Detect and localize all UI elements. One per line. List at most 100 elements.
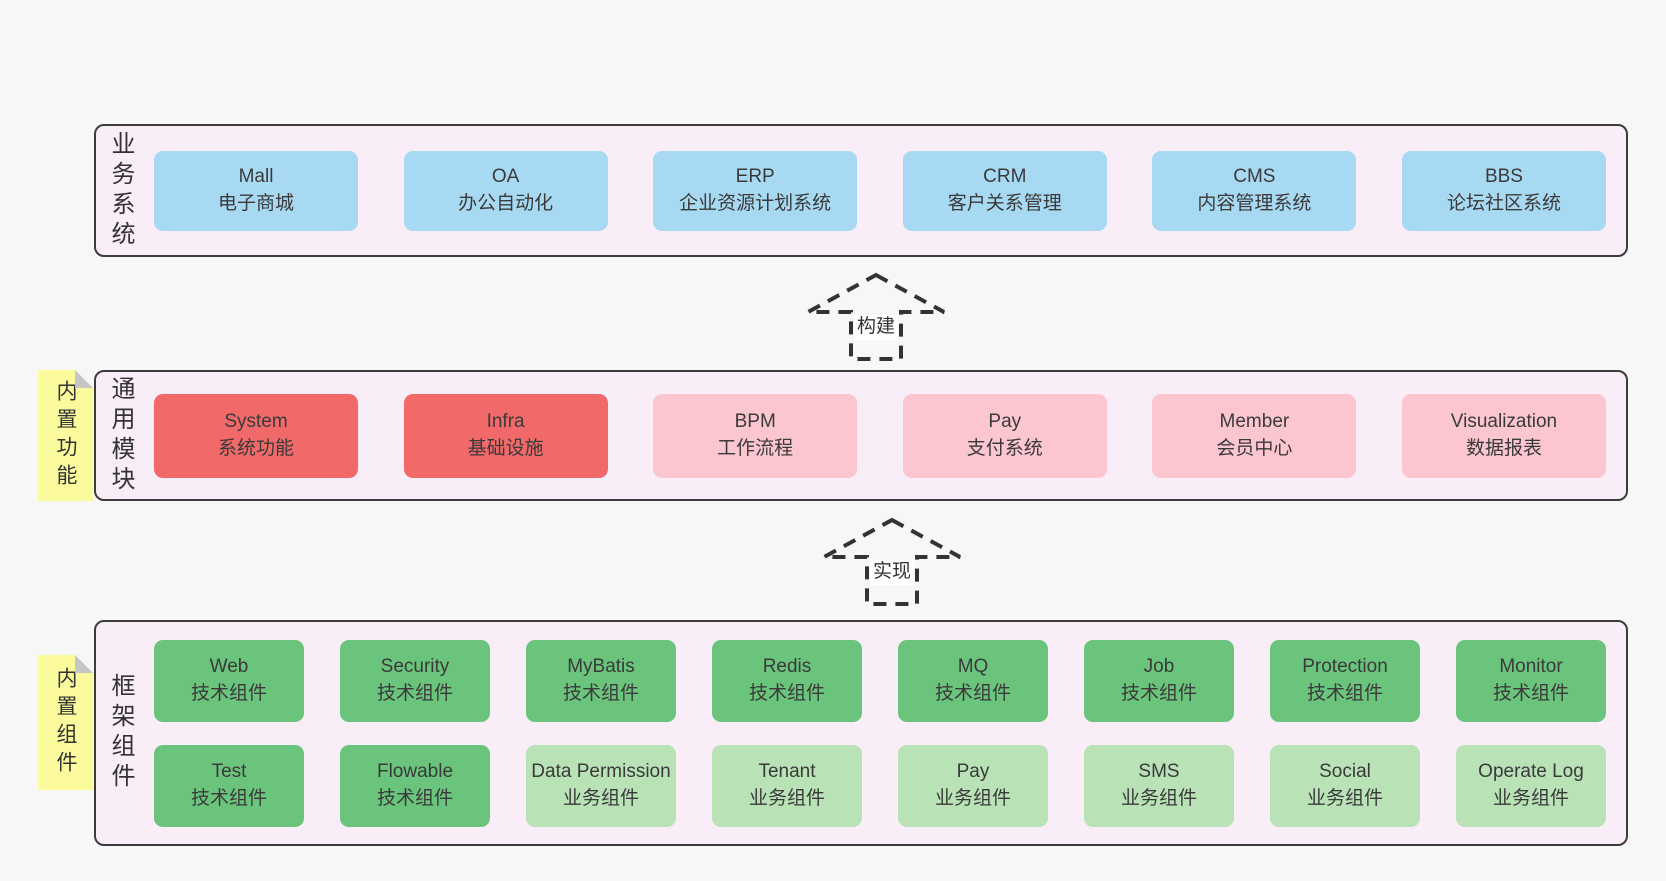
box-member: Member 会员中心 xyxy=(1152,393,1357,478)
box-subtitle: 技术组件 xyxy=(190,682,267,704)
box-title: Member xyxy=(1219,410,1290,432)
box-title: Flowable xyxy=(376,761,454,783)
box-subtitle: 内容管理系统 xyxy=(1197,192,1312,214)
box-monitor: Monitor 技术组件 xyxy=(1456,639,1606,722)
box-pay-component: Pay 业务组件 xyxy=(898,744,1048,827)
box-pay-system: Pay 支付系统 xyxy=(902,393,1107,478)
box-crm: CRM 客户关系管理 xyxy=(902,150,1107,231)
implement-arrow: 实现 xyxy=(820,516,964,608)
box-subtitle: 业务组件 xyxy=(1120,787,1197,809)
box-title: BBS xyxy=(1484,165,1523,187)
box-flowable: Flowable 技术组件 xyxy=(340,744,490,827)
implement-arrow-label: 实现 xyxy=(869,560,915,585)
box-subtitle: 客户关系管理 xyxy=(947,192,1062,214)
panel-side-label: 业务系统 xyxy=(107,130,134,251)
box-title: MyBatis xyxy=(567,656,635,678)
box-title: OA xyxy=(491,165,520,187)
box-title: Operate Log xyxy=(1478,761,1584,783)
box-bbs: BBS 论坛社区系统 xyxy=(1401,150,1606,231)
box-cms: CMS 内容管理系统 xyxy=(1152,150,1357,231)
box-subtitle: 技术组件 xyxy=(748,682,825,704)
box-title: Mall xyxy=(238,165,274,187)
box-title: System xyxy=(224,410,288,432)
box-subtitle: 业务组件 xyxy=(1492,787,1569,809)
box-subtitle: 电子商城 xyxy=(217,192,294,214)
components-boxes-grid: Web 技术组件 Security 技术组件 MyBatis 技术组件 Redi… xyxy=(154,639,1606,827)
box-title: MQ xyxy=(957,656,989,678)
box-protection: Protection 技术组件 xyxy=(1270,639,1420,722)
box-title: Redis xyxy=(762,656,812,678)
box-job: Job 技术组件 xyxy=(1084,639,1234,722)
business-boxes-row: Mall 电子商城 OA 办公自动化 ERP 企业资源计划系统 CRM 客户关系… xyxy=(154,150,1606,231)
box-title: Data Permission xyxy=(531,761,671,783)
sticky-note-built-in-components: 内置组件 xyxy=(38,655,93,790)
box-tenant: Tenant 业务组件 xyxy=(712,744,862,827)
box-title: Security xyxy=(380,656,450,678)
box-subtitle: 基础设施 xyxy=(467,437,544,459)
box-mybatis: MyBatis 技术组件 xyxy=(526,639,676,722)
box-infra: Infra 基础设施 xyxy=(403,393,608,478)
box-subtitle: 办公自动化 xyxy=(458,192,554,214)
note-fold-corner-icon xyxy=(75,655,93,673)
box-title: Infra xyxy=(486,410,525,432)
panel-framework-components: 框架组件 Web 技术组件 Security 技术组件 MyBatis 技术组件… xyxy=(94,620,1628,846)
build-arrow: 构建 xyxy=(804,271,948,363)
box-web: Web 技术组件 xyxy=(154,639,304,722)
box-subtitle: 技术组件 xyxy=(1492,682,1569,704)
box-subtitle: 技术组件 xyxy=(1120,682,1197,704)
box-erp: ERP 企业资源计划系统 xyxy=(653,150,858,231)
box-subtitle: 会员中心 xyxy=(1216,437,1293,459)
sticky-note-label: 内置组件 xyxy=(54,666,77,779)
box-subtitle: 工作流程 xyxy=(717,437,794,459)
box-subtitle: 业务组件 xyxy=(748,787,825,809)
box-subtitle: 技术组件 xyxy=(376,682,453,704)
box-title: Web xyxy=(209,656,249,678)
sticky-note-label: 内置功能 xyxy=(54,379,77,492)
box-mq: MQ 技术组件 xyxy=(898,639,1048,722)
box-subtitle: 论坛社区系统 xyxy=(1446,192,1561,214)
modules-boxes-row: System 系统功能 Infra 基础设施 BPM 工作流程 Pay 支付系统… xyxy=(154,393,1606,478)
panel-common-modules: 通用模块 System 系统功能 Infra 基础设施 BPM 工作流程 Pay… xyxy=(94,370,1628,501)
box-redis: Redis 技术组件 xyxy=(712,639,862,722)
box-data-permission: Data Permission 业务组件 xyxy=(526,744,676,827)
build-arrow-label: 构建 xyxy=(853,315,899,340)
box-sms: SMS 业务组件 xyxy=(1084,744,1234,827)
box-operate-log: Operate Log 业务组件 xyxy=(1456,744,1606,827)
box-security: Security 技术组件 xyxy=(340,639,490,722)
box-title: Tenant xyxy=(758,761,816,783)
box-subtitle: 业务组件 xyxy=(562,787,639,809)
panel-side-label: 框架组件 xyxy=(107,673,134,793)
box-subtitle: 数据报表 xyxy=(1465,437,1542,459)
box-bpm: BPM 工作流程 xyxy=(653,393,858,478)
box-title: ERP xyxy=(735,165,775,187)
box-title: Monitor xyxy=(1499,656,1563,678)
box-title: CMS xyxy=(1233,165,1276,187)
box-mall: Mall 电子商城 xyxy=(154,150,358,231)
box-subtitle: 技术组件 xyxy=(376,787,453,809)
box-visualization: Visualization 数据报表 xyxy=(1401,393,1606,478)
box-title: SMS xyxy=(1138,761,1180,783)
box-oa: OA 办公自动化 xyxy=(403,150,608,231)
box-subtitle: 技术组件 xyxy=(562,682,639,704)
note-fold-corner-icon xyxy=(75,370,93,388)
box-title: Pay xyxy=(988,410,1022,432)
box-subtitle: 技术组件 xyxy=(1306,682,1383,704)
box-test: Test 技术组件 xyxy=(154,744,304,827)
box-title: Protection xyxy=(1302,656,1388,678)
components-row-1: Web 技术组件 Security 技术组件 MyBatis 技术组件 Redi… xyxy=(154,639,1606,722)
box-title: CRM xyxy=(983,165,1027,187)
box-title: BPM xyxy=(734,410,776,432)
box-title: Job xyxy=(1143,656,1175,678)
box-subtitle: 系统功能 xyxy=(217,437,294,459)
box-subtitle: 技术组件 xyxy=(190,787,267,809)
box-subtitle: 支付系统 xyxy=(966,437,1043,459)
components-row-2: Test 技术组件 Flowable 技术组件 Data Permission … xyxy=(154,744,1606,827)
box-system: System 系统功能 xyxy=(154,393,358,478)
box-subtitle: 企业资源计划系统 xyxy=(679,192,832,214)
box-subtitle: 业务组件 xyxy=(1306,787,1383,809)
box-subtitle: 业务组件 xyxy=(934,787,1011,809)
panel-side-label: 通用模块 xyxy=(107,375,134,496)
panel-business-systems: 业务系统 Mall 电子商城 OA 办公自动化 ERP 企业资源计划系统 CRM… xyxy=(94,124,1628,257)
box-title: Pay xyxy=(956,761,990,783)
box-social: Social 业务组件 xyxy=(1270,744,1420,827)
